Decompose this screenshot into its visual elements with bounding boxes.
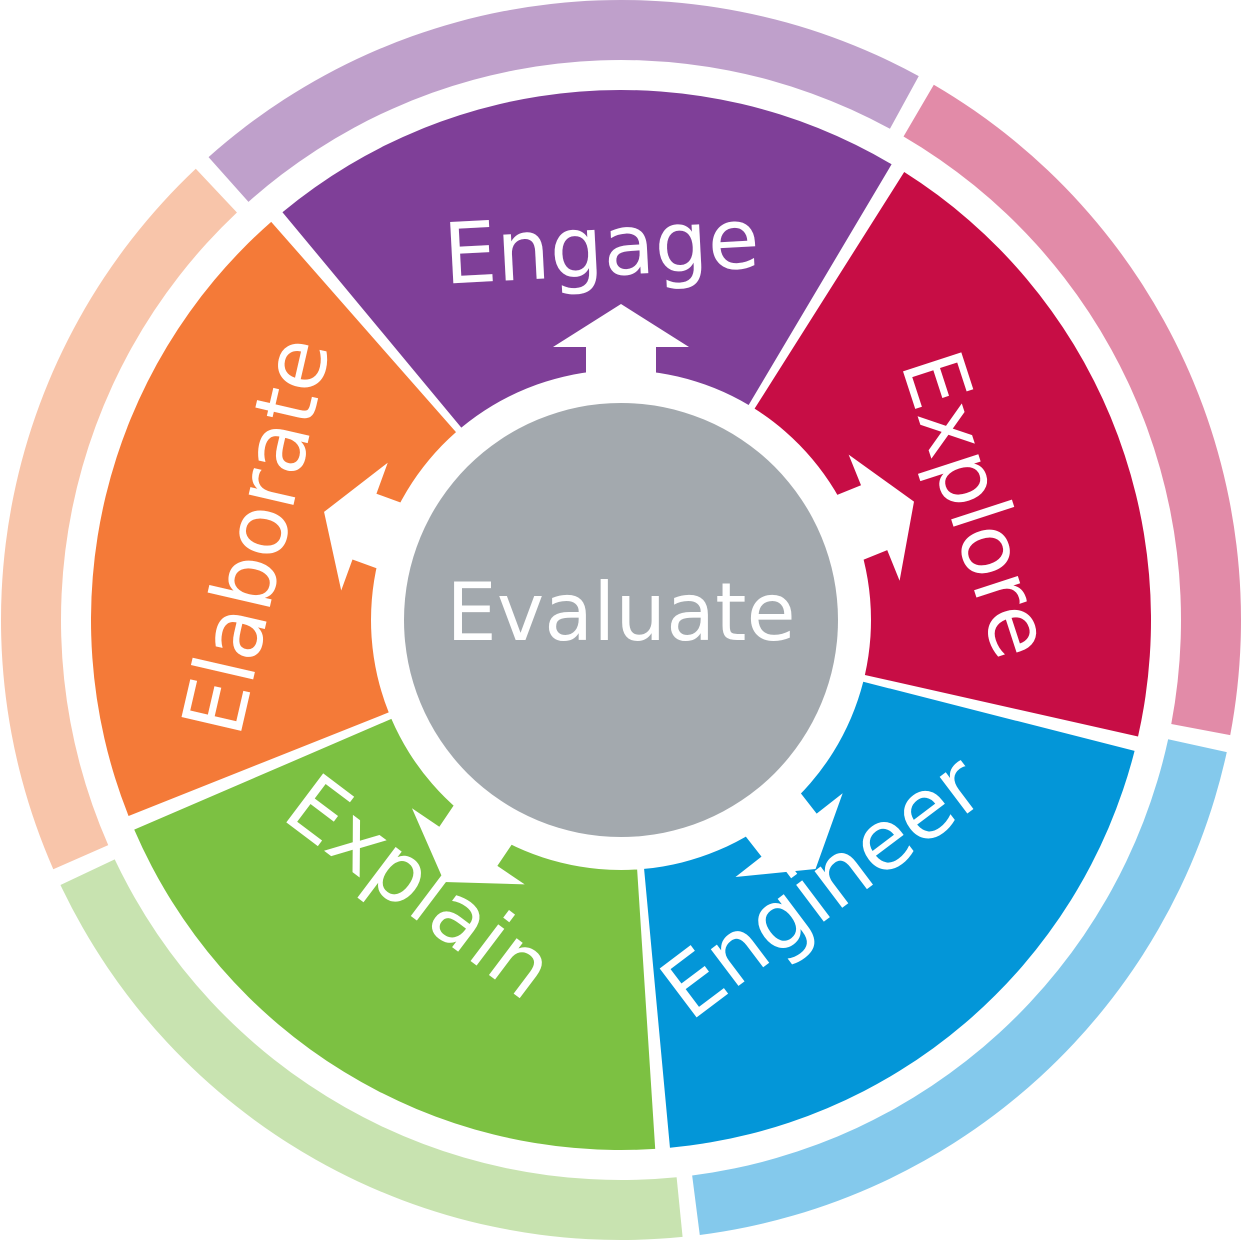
segment-explore bbox=[754, 172, 1151, 737]
outer-arc-explain bbox=[60, 859, 683, 1240]
center-label-evaluate: Evaluate bbox=[446, 566, 795, 659]
segment-engage bbox=[282, 89, 892, 428]
arrow-to-explain-icon bbox=[411, 795, 525, 885]
center-circle bbox=[404, 403, 838, 837]
label-engage: Engage bbox=[441, 189, 762, 303]
arrow-to-engineer-icon bbox=[735, 783, 843, 877]
segment-elaborate bbox=[91, 221, 456, 816]
arrow-to-elaborate-icon bbox=[324, 462, 413, 591]
arrow-to-engage-icon bbox=[553, 304, 689, 385]
outer-arc-engineer bbox=[692, 739, 1227, 1235]
segment-engineer bbox=[644, 681, 1135, 1148]
arrow-to-explore-icon bbox=[825, 454, 914, 581]
outer-arc-engage bbox=[208, 0, 919, 202]
segment-explain bbox=[134, 718, 656, 1150]
outer-arc-explore bbox=[903, 84, 1241, 736]
outer-arc-elaborate bbox=[1, 168, 237, 870]
arrows bbox=[324, 304, 914, 885]
